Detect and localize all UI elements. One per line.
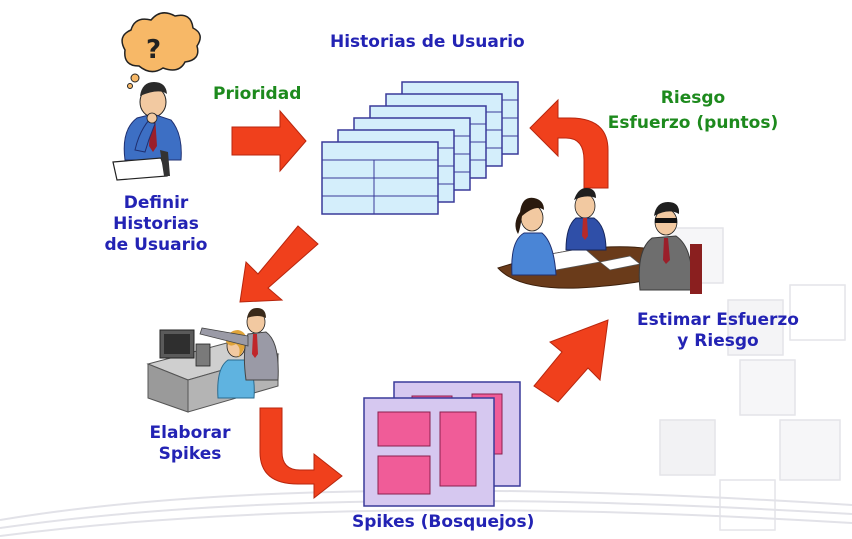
label-historias-de-usuario: Historias de Usuario bbox=[330, 32, 525, 52]
label-definir-line2: Historias bbox=[113, 214, 199, 234]
user-story-cards bbox=[321, 81, 519, 215]
arrow-to-estimate bbox=[533, 319, 609, 403]
label-estimar-line2: y Riesgo bbox=[677, 331, 759, 351]
label-elaborar-line2: Spikes bbox=[158, 444, 222, 464]
label-prioridad: Prioridad bbox=[213, 84, 302, 104]
computer-workers-icon bbox=[146, 308, 280, 413]
thought-bubble-icon bbox=[121, 12, 201, 89]
label-riesgo: Riesgo bbox=[660, 88, 726, 108]
label-definir-line1: Definir bbox=[123, 193, 189, 213]
label-definir-line3: de Usuario bbox=[104, 235, 208, 255]
label-estimar-line1: Estimar Esfuerzo bbox=[637, 310, 799, 330]
arrow-riesgo-esfuerzo bbox=[529, 98, 609, 189]
label-esfuerzo-puntos: Esfuerzo (puntos) bbox=[607, 113, 779, 133]
background-decoration bbox=[659, 227, 846, 531]
label-elaborar-line1: Elaborar bbox=[149, 423, 231, 443]
arrow-to-sketches bbox=[259, 407, 343, 500]
story-card bbox=[321, 141, 439, 215]
thinking-person-icon bbox=[112, 82, 182, 181]
arrow-prioridad bbox=[231, 109, 307, 173]
arrow-cards-to-spikes bbox=[239, 225, 319, 303]
label-spikes-bosquejos: Spikes (Bosquejos) bbox=[352, 512, 535, 532]
meeting-people-icon bbox=[497, 188, 702, 294]
spike-sketches bbox=[363, 381, 521, 507]
question-mark-symbol: ? bbox=[146, 35, 162, 65]
